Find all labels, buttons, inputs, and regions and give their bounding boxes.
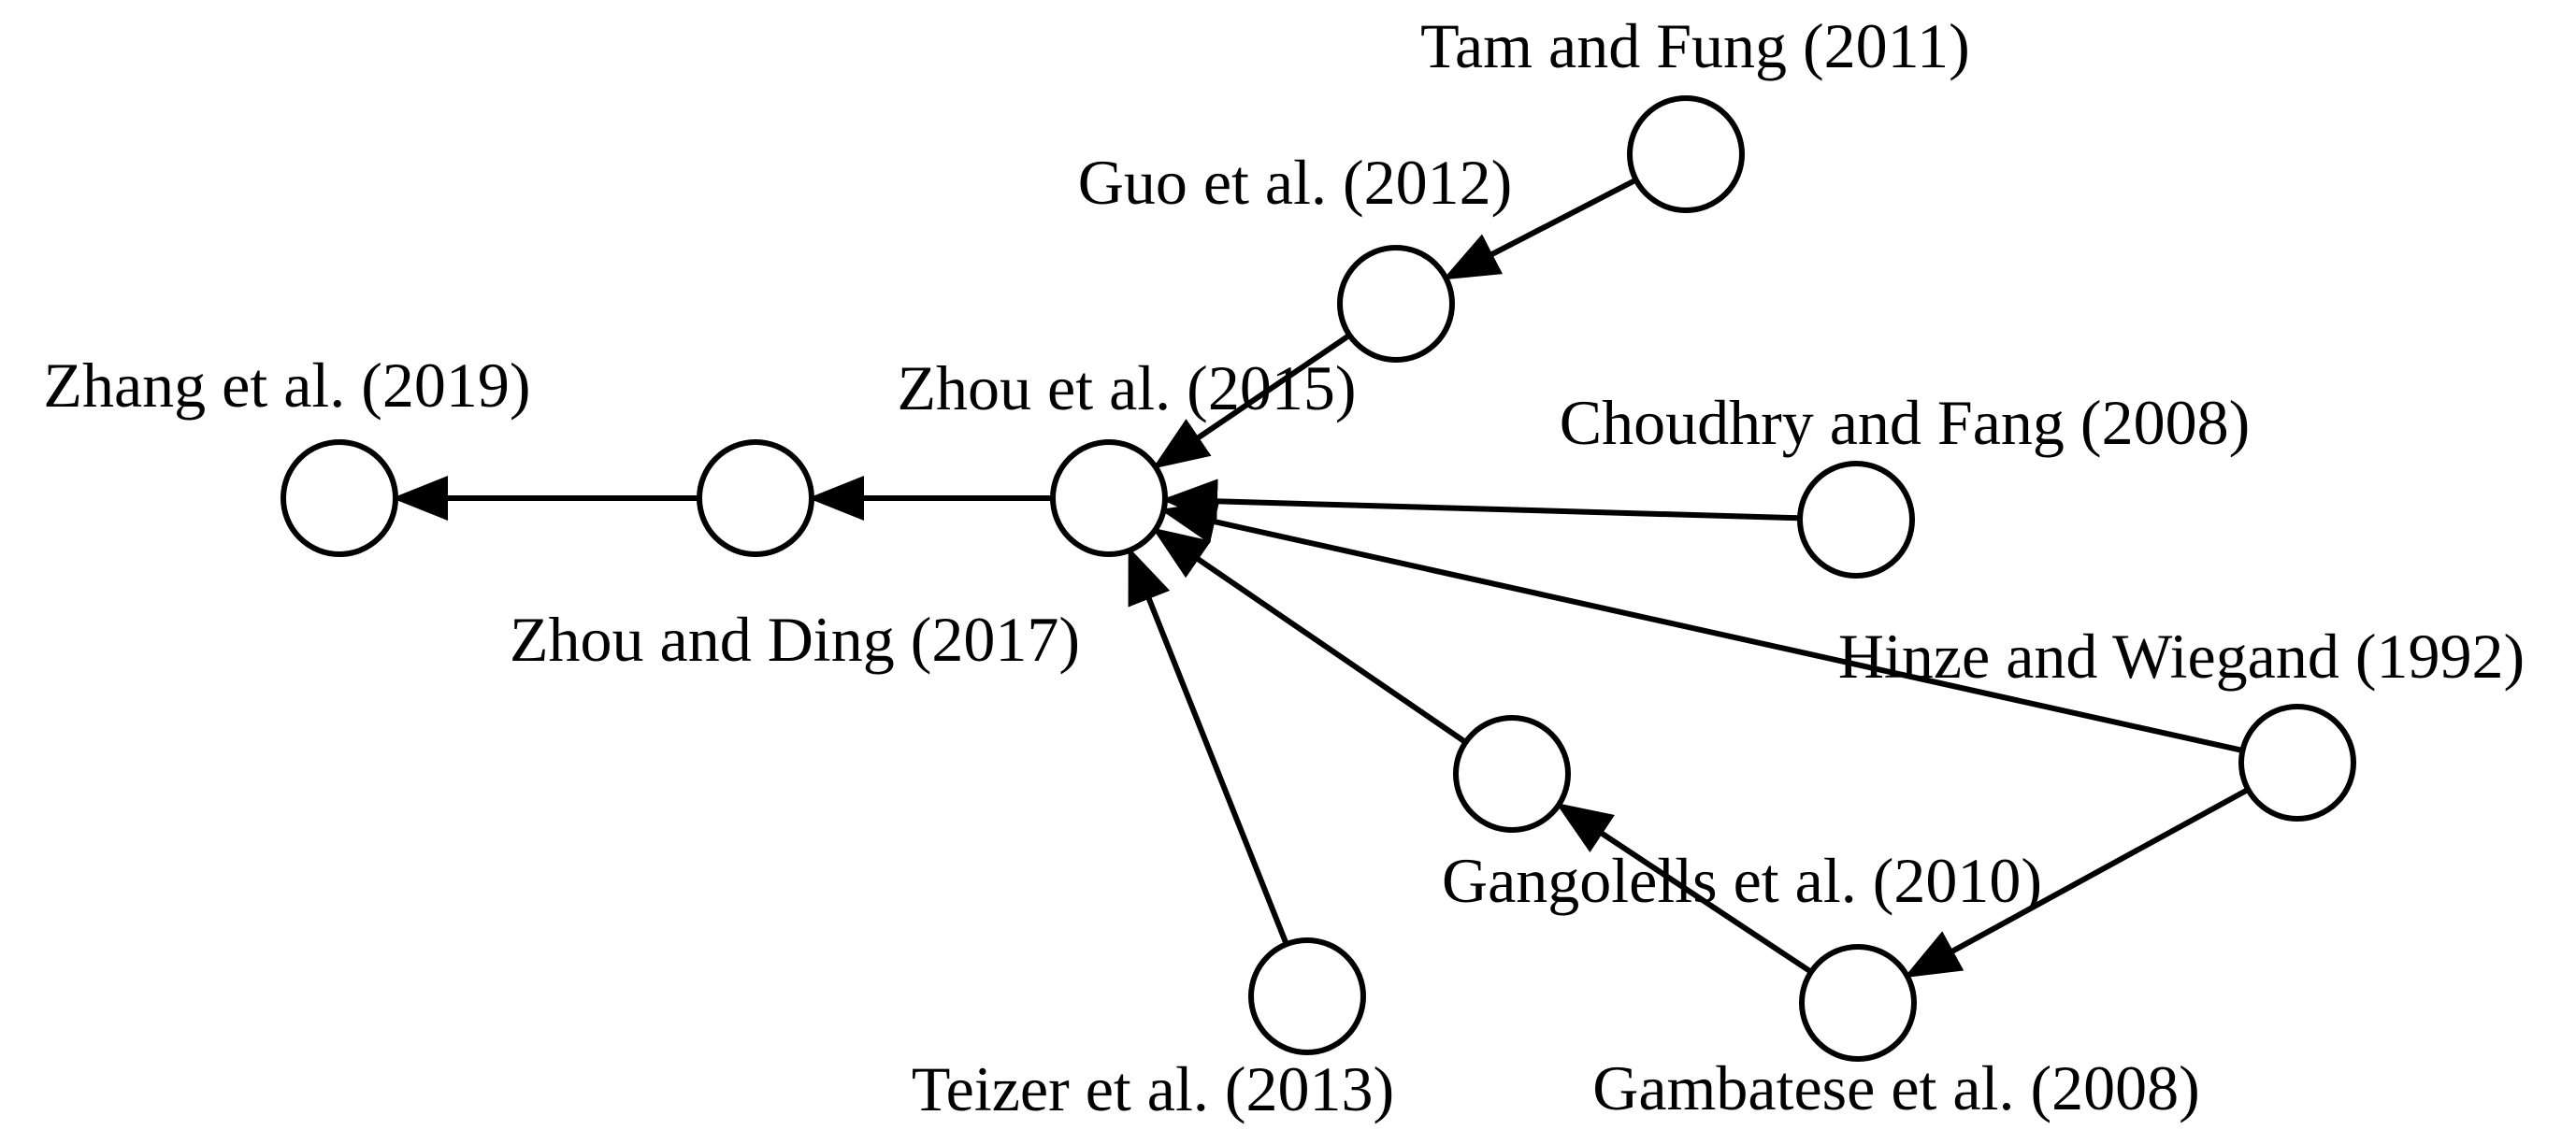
node-choudhry-fang-2008 <box>1797 461 1915 579</box>
edges-layer <box>392 177 2250 979</box>
edge-teizer-2013-to-zhou-2015 <box>1128 547 1289 946</box>
node-tam-fung-2011 <box>1627 95 1745 213</box>
node-hinze-wiegand-1992 <box>2238 704 2356 822</box>
node-label-zhou-2015: Zhou et al. (2015) <box>898 352 1357 423</box>
node-gambatese-2008 <box>1799 944 1917 1062</box>
edge-gangolells-2010-to-zhou-2015 <box>1152 527 1468 745</box>
edge-tam-fung-2011-to-guo-2012 <box>1442 177 1638 280</box>
labels-layer: Tam and Fung (2011) Guo et al. (2012) Zhou… <box>43 10 2525 1124</box>
node-label-gambatese-2008: Gambatese et al. (2008) <box>1592 1052 2200 1123</box>
node-zhang-2019 <box>281 439 398 557</box>
edge-choudhry-fang-2008-to-zhou-2015 <box>1160 479 1801 524</box>
nodes-layer <box>281 95 2356 1062</box>
node-label-tam-fung-2011: Tam and Fung (2011) <box>1420 10 1970 81</box>
edge-hinze-wiegand-1992-to-gambatese-2008 <box>1904 787 2250 979</box>
node-label-teizer-2013: Teizer et al. (2013) <box>912 1053 1394 1124</box>
node-teizer-2013 <box>1248 937 1366 1055</box>
node-gangolells-2010 <box>1453 715 1571 833</box>
node-label-zhou-ding-2017: Zhou and Ding (2017) <box>510 604 1080 675</box>
node-guo-2012 <box>1337 245 1455 363</box>
node-zhou-ding-2017 <box>697 439 814 557</box>
node-label-gangolells-2010: Gangolells et al. (2010) <box>1442 845 2042 916</box>
node-label-guo-2012: Guo et al. (2012) <box>1078 147 1513 218</box>
edge-guo-2012-to-zhou-2015 <box>1152 333 1352 469</box>
edge-gambatese-2008-to-gangolells-2010 <box>1555 802 1813 975</box>
node-label-zhang-2019: Zhang et al. (2019) <box>43 350 530 421</box>
node-zhou-2015 <box>1050 439 1168 557</box>
node-label-hinze-wiegand-1992: Hinze and Wiegand (1992) <box>1838 621 2525 692</box>
node-label-choudhry-fang-2008: Choudhry and Fang (2008) <box>1560 387 2250 458</box>
edge-hinze-wiegand-1992-to-zhou-2015 <box>1159 499 2244 753</box>
